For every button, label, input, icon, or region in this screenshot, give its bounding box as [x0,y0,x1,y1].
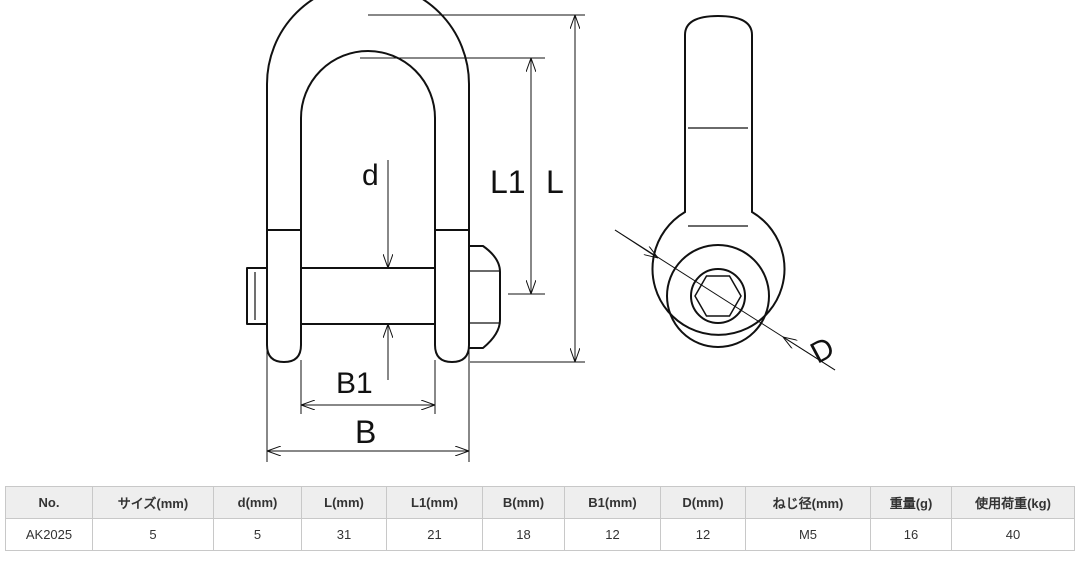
pin-thread-end [246,267,268,325]
shackle-bow [266,0,470,363]
label-L1: L1 [490,164,526,200]
column-header: L(mm) [301,486,387,519]
shackle-side-view [651,14,786,348]
column-header: L1(mm) [386,486,483,519]
label-B1: B1 [336,367,373,400]
column-header: ねじ径(mm) [745,486,871,519]
shackle-technical-drawing: d L1 L B1 B D [246,0,840,462]
pin-head [469,245,501,349]
table-cell: 12 [660,518,746,551]
column-header: No. [5,486,93,519]
table-cell: AK2025 [5,518,93,551]
shackle-pin [300,267,436,325]
table-cell: M5 [745,518,871,551]
table-cell: 40 [951,518,1075,551]
column-header: 重量(g) [870,486,952,519]
side-pin-head-circle [666,244,770,348]
column-header: 使用荷重(kg) [951,486,1075,519]
table-cell: 5 [92,518,214,551]
table-cell: 31 [301,518,387,551]
table-cell: 12 [564,518,661,551]
diameter-dimension [614,229,836,371]
shackle-front-view [246,0,501,363]
hex-socket [694,275,742,317]
column-header: サイズ(mm) [92,486,214,519]
column-header: D(mm) [660,486,746,519]
column-header: d(mm) [213,486,302,519]
label-L: L [546,164,564,200]
table-cell: 16 [870,518,952,551]
table-cell: 18 [482,518,565,551]
dimension-lines [266,14,585,462]
hex-socket-circle [690,268,746,324]
side-body-outline [651,14,786,336]
label-d: d [362,159,379,192]
table-header-row: No. サイズ(mm) d(mm) L(mm) L1(mm) B(mm) B1(… [5,486,1075,519]
table-cell: 21 [386,518,483,551]
column-header: B(mm) [482,486,565,519]
column-header: B1(mm) [564,486,661,519]
table-cell: 5 [213,518,302,551]
label-D: D [805,331,840,370]
label-B: B [355,414,376,450]
table-row: AK2025 5 5 31 21 18 12 12 M5 16 40 [5,518,1075,551]
spec-table: No. サイズ(mm) d(mm) L(mm) L1(mm) B(mm) B1(… [5,486,1075,551]
